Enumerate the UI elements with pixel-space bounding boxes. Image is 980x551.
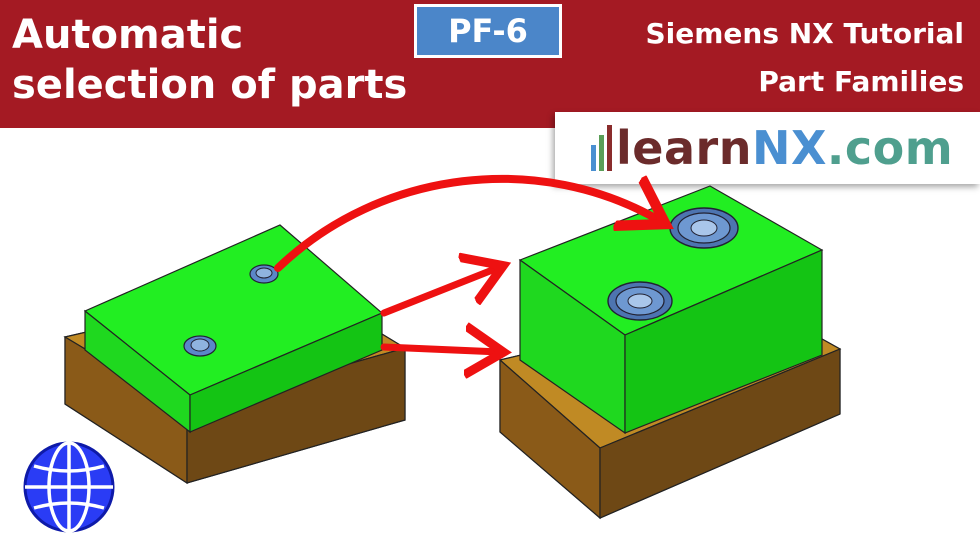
- screw-icon: [183, 335, 217, 357]
- logo-bars-icon: [591, 125, 612, 171]
- page-title: Automatic selection of parts: [12, 10, 407, 110]
- series-title: Siemens NX Tutorial Part Families: [645, 10, 964, 106]
- logo-dotcom: .com: [826, 121, 954, 175]
- left-part[interactable]: [83, 224, 384, 434]
- screw-icon: [249, 264, 279, 284]
- series-line-2: Part Families: [758, 65, 964, 98]
- learnnx-logo[interactable]: learnNX.com: [555, 112, 980, 184]
- series-line-1: Siemens NX Tutorial: [645, 17, 964, 50]
- arrow-icon: [380, 347, 500, 352]
- arrow-icon: [274, 174, 662, 272]
- title-line-1: Automatic: [12, 12, 244, 58]
- arrow-icon: [380, 267, 500, 317]
- title-line-2: selection of parts: [12, 62, 408, 108]
- logo-learn: learn: [616, 121, 752, 175]
- logo-nx: NX: [751, 121, 827, 175]
- screw-icon: [607, 281, 673, 321]
- logo-text: learnNX.com: [616, 121, 953, 175]
- episode-badge: PF-6: [414, 4, 562, 58]
- globe-icon[interactable]: [20, 438, 118, 536]
- screw-icon: [669, 207, 739, 249]
- right-part[interactable]: [518, 185, 824, 435]
